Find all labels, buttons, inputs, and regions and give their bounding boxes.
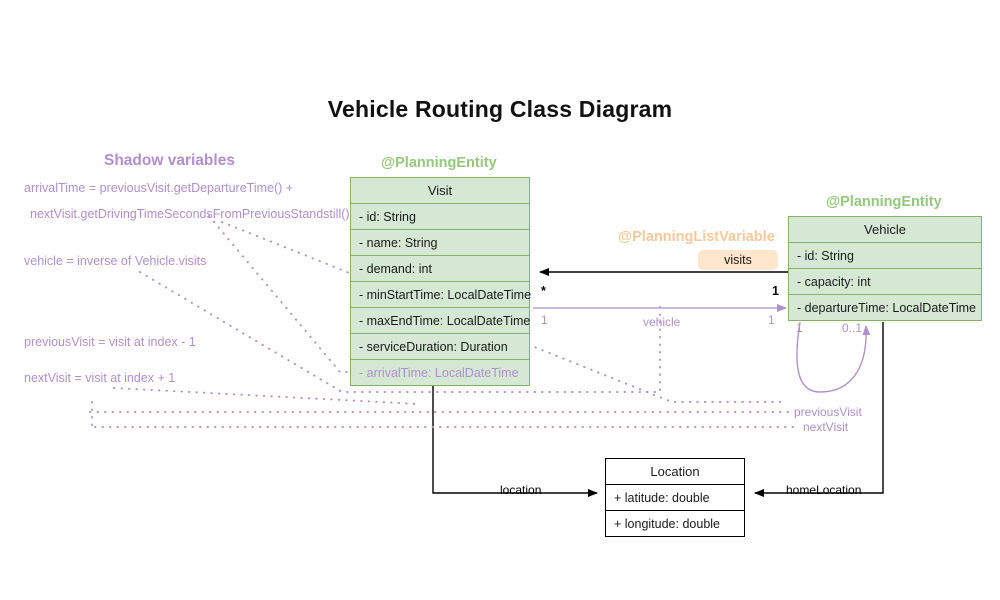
multiplicity-self-loop-right: 0..1 — [842, 321, 863, 335]
multiplicity-visits-source: * — [541, 284, 546, 298]
shadow-variable-line-arrivaltime-1: arrivalTime = previousVisit.getDeparture… — [24, 181, 294, 195]
multiplicity-self-loop-left: 1 — [796, 321, 803, 335]
class-box-visit[interactable]: Visit - id: String - name: String - dema… — [350, 177, 531, 386]
class-attribute: - maxEndTime: LocalDateTime — [351, 307, 530, 333]
shadow-variable-line-vehicle: vehicle = inverse of Vehicle.visits — [24, 254, 207, 268]
relation-label-home-location: homeLocation — [786, 483, 862, 497]
relation-label-previous-visit: previousVisit — [794, 405, 862, 419]
relation-badge-visits[interactable]: visits — [698, 250, 778, 270]
class-attribute: - serviceDuration: Duration — [351, 333, 529, 359]
class-name-visit: Visit — [427, 183, 453, 198]
class-shadow-attribute: - arrivalTime: LocalDateTime — [351, 359, 529, 385]
class-name-location: Location — [650, 464, 700, 479]
class-attribute: - name: String — [351, 229, 529, 255]
class-box-location[interactable]: Location + latitude: double + longitude:… — [605, 458, 745, 537]
class-attribute: - capacity: int — [789, 268, 981, 294]
class-attribute: - id: String — [351, 203, 529, 229]
class-attribute: + latitude: double — [606, 484, 744, 510]
class-attribute: + longitude: double — [606, 510, 744, 536]
shadow-variable-line-arrivaltime-2: nextVisit.getDrivingTimeSecondsFromPrevi… — [30, 207, 350, 221]
edge-location — [432, 383, 598, 497]
class-attribute: - demand: int — [351, 255, 529, 281]
relation-label-location: location — [500, 483, 542, 497]
stereotype-planning-entity-visit: @PlanningEntity — [381, 155, 497, 171]
class-attribute: - minStartTime: LocalDateTime — [351, 281, 531, 307]
stereotype-planning-entity-vehicle: @PlanningEntity — [826, 194, 942, 210]
shadow-variable-line-previousvisit: previousVisit = visit at index - 1 — [24, 335, 196, 349]
relation-label-vehicle: vehicle — [643, 315, 681, 329]
multiplicity-visits-target: 1 — [772, 284, 779, 298]
shadow-variables-heading: Shadow variables — [104, 152, 235, 169]
shadow-variable-line-nextvisit: nextVisit = visit at index + 1 — [24, 371, 176, 385]
stereotype-planning-list-variable: @PlanningListVariable — [618, 229, 775, 245]
relation-label-next-visit: nextVisit — [803, 420, 849, 434]
multiplicity-vehicle-target: 1 — [768, 313, 775, 327]
multiplicity-vehicle-source: 1 — [541, 313, 548, 327]
page-title: Vehicle Routing Class Diagram — [327, 96, 673, 122]
class-attribute: - id: String — [789, 242, 981, 268]
class-name-vehicle: Vehicle — [864, 222, 906, 237]
class-box-vehicle[interactable]: Vehicle - id: String - capacity: int - d… — [788, 216, 982, 321]
class-attribute: - departureTime: LocalDateTime — [789, 294, 981, 320]
